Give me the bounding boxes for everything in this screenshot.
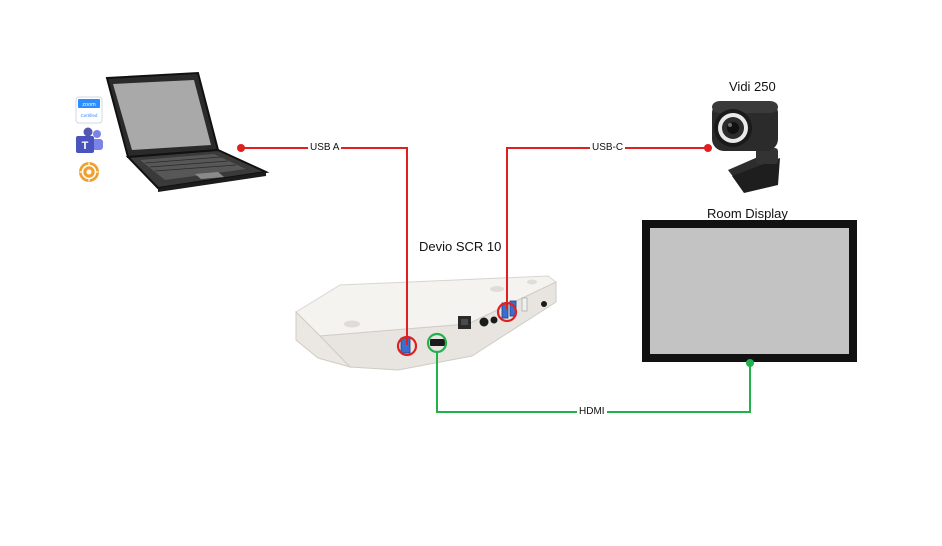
usb-a-cable [237, 144, 418, 357]
svg-text:T: T [82, 140, 89, 152]
vidi-camera-image [712, 101, 780, 193]
bluejeans-icon [79, 162, 99, 182]
usb-a-label: USB A [308, 142, 342, 154]
usb-c-label: USB-C [590, 142, 626, 154]
hub-label: Devio SCR 10 [419, 239, 502, 254]
usb-c-cable [496, 144, 712, 323]
microsoft-teams-icon: T [76, 127, 103, 153]
devio-hub-image [295, 275, 557, 371]
display-label: Room Display [707, 206, 788, 221]
laptop-image [105, 71, 270, 192]
zoom-certified-icon: zoom Certified [75, 96, 103, 124]
room-display-image [642, 220, 857, 362]
zoom-icon-text: zoom [82, 102, 96, 108]
zoom-certified-text: Certified [81, 113, 98, 118]
hdmi-label: HDMI [577, 406, 607, 418]
camera-label: Vidi 250 [729, 79, 776, 94]
